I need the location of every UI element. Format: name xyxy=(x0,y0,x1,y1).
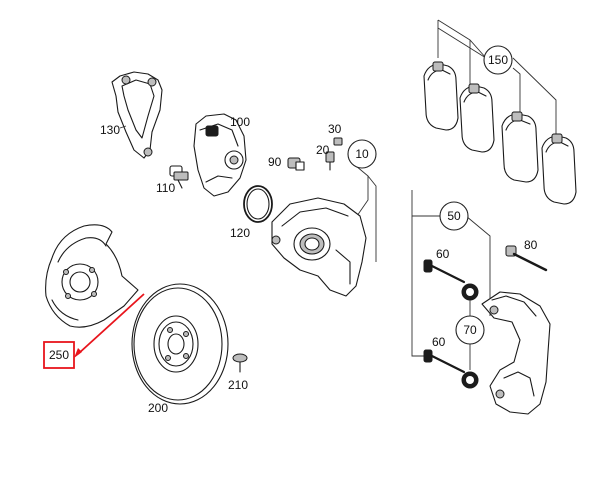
label-100: 100 xyxy=(230,115,250,129)
bracket-set-50[interactable]: 50 xyxy=(411,190,491,357)
label-200: 200 xyxy=(148,401,168,415)
label-90: 90 xyxy=(268,155,282,169)
label-30: 30 xyxy=(328,122,342,136)
callout-70: 70 xyxy=(463,323,477,337)
bushing-70[interactable]: 70 xyxy=(455,283,485,389)
label-80: 80 xyxy=(524,238,538,252)
bleed-screw-20[interactable]: 20 xyxy=(316,143,335,171)
label-120: 120 xyxy=(230,226,250,240)
highlight-250: 250 xyxy=(43,293,145,369)
label-110: 110 xyxy=(156,181,175,195)
brake-disc-200[interactable]: 200 xyxy=(131,283,229,415)
actuator-100[interactable]: 100 xyxy=(193,113,250,197)
label-20: 20 xyxy=(316,143,330,157)
brake-pad-set-150[interactable]: 150 xyxy=(423,19,577,205)
bolt-110[interactable]: 110 xyxy=(156,165,189,195)
label-130: 130 xyxy=(100,123,120,137)
bolt-60-lower[interactable]: 60 xyxy=(423,335,466,374)
bracket-130[interactable]: 130 xyxy=(100,71,163,159)
label-210: 210 xyxy=(228,378,248,392)
callout-10: 10 xyxy=(355,147,369,161)
bolt-80[interactable]: 80 xyxy=(505,238,548,272)
bolt-60-upper[interactable]: 60 xyxy=(423,247,466,284)
bolt-90[interactable]: 90 xyxy=(268,155,305,171)
label-60-lower: 60 xyxy=(432,335,446,349)
caliper-10[interactable]: 10 xyxy=(271,139,377,297)
screw-210[interactable]: 210 xyxy=(228,353,248,392)
dust-shield-250[interactable] xyxy=(45,224,139,328)
caliper-carrier[interactable] xyxy=(481,291,551,415)
label-250: 250 xyxy=(49,348,69,362)
bleed-cap-30[interactable]: 30 xyxy=(328,122,343,146)
callout-50: 50 xyxy=(447,209,461,223)
seal-ring-120[interactable]: 120 xyxy=(230,185,273,240)
label-60-upper: 60 xyxy=(436,247,450,261)
callout-150: 150 xyxy=(488,53,508,67)
